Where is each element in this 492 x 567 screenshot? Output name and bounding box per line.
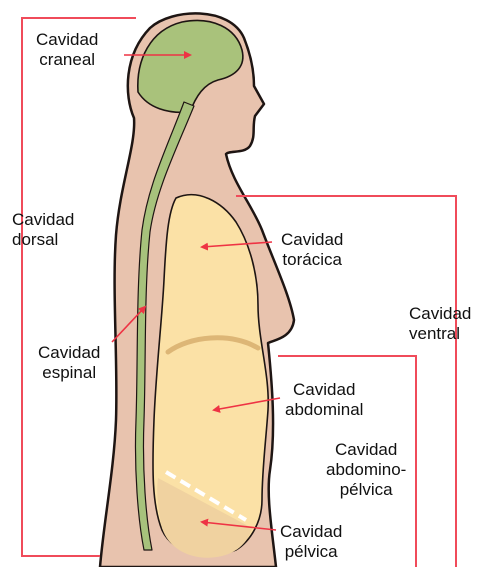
- label-cavidad-toracica: Cavidad torácica: [281, 230, 343, 270]
- label-cavidad-abdominopelvica: Cavidad abdomino- pélvica: [326, 440, 406, 500]
- label-cavidad-espinal: Cavidad espinal: [38, 343, 100, 383]
- label-cavidad-pelvica: Cavidad pélvica: [280, 522, 342, 562]
- label-cavidad-ventral: Cavidad ventral: [409, 304, 471, 344]
- label-cavidad-abdominal: Cavidad abdominal: [285, 380, 363, 420]
- label-cavidad-craneal: Cavidad craneal: [36, 30, 98, 70]
- label-cavidad-dorsal: Cavidad dorsal: [12, 210, 74, 250]
